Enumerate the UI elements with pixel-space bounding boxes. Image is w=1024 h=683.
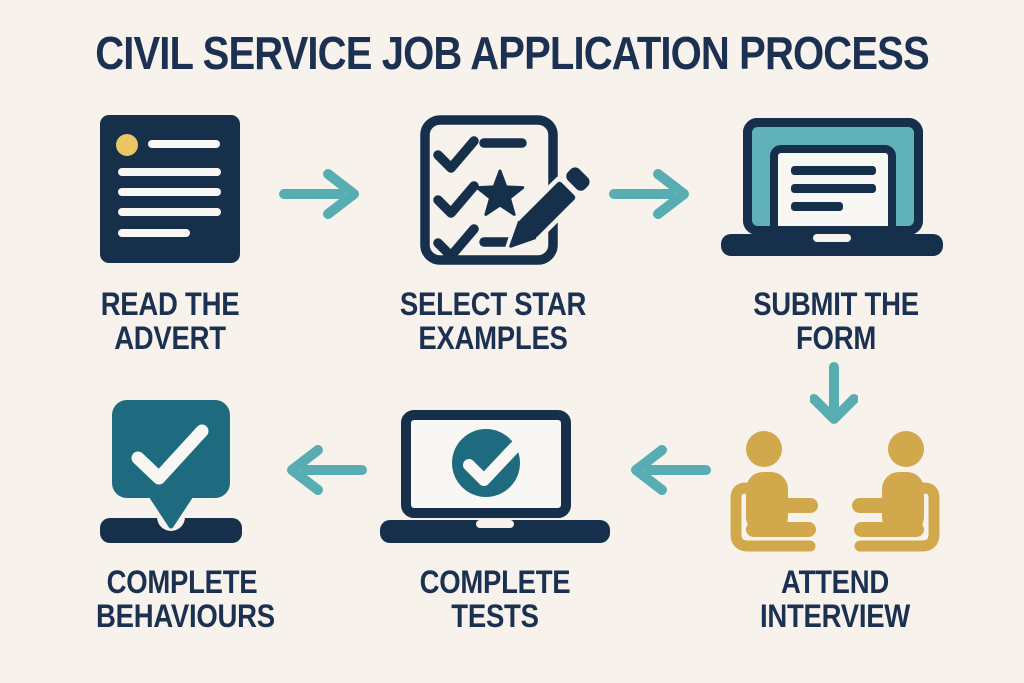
step-label-line: COMPLETE — [106, 564, 258, 600]
laptop-form-icon — [721, 118, 943, 256]
laptop-check-icon — [380, 410, 610, 543]
step-select-star-examples: SELECT STAR EXAMPLES — [383, 115, 603, 355]
step-label: SUBMIT THE FORM — [741, 287, 930, 355]
step-label-line: COMPLETE — [419, 564, 571, 600]
step-label-line: SELECT STAR — [399, 286, 587, 322]
step-label-line: ATTEND — [780, 564, 890, 600]
document-advert-icon — [100, 115, 240, 263]
step-label: COMPLETE BEHAVIOURS — [96, 564, 275, 634]
step-label-line: READ THE — [100, 286, 240, 322]
step-label-line: TESTS — [451, 598, 539, 634]
step-attend-interview: ATTEND INTERVIEW — [730, 430, 940, 633]
step-submit-form: SUBMIT THE FORM — [721, 118, 946, 355]
checklist-pencil-icon — [420, 115, 595, 265]
step-label-line: ADVERT — [114, 320, 226, 356]
step-label-line: INTERVIEW — [759, 598, 911, 634]
flow-arrow-down-icon — [810, 362, 858, 424]
step-label: COMPLETE TESTS — [400, 565, 591, 633]
step-complete-tests: COMPLETE TESTS — [380, 410, 610, 633]
page-title: CIVIL SERVICE JOB APPLICATION PROCESS — [95, 27, 929, 79]
step-read-advert: READ THE ADVERT — [60, 115, 280, 355]
flow-arrow-right-icon — [279, 169, 359, 219]
step-label-line: SUBMIT THE — [753, 286, 919, 322]
step-label-line: EXAMPLES — [418, 320, 568, 356]
flow-arrow-left-icon — [631, 445, 711, 495]
step-complete-behaviours: COMPLETE BEHAVIOURS — [82, 398, 282, 633]
step-label: READ THE ADVERT — [75, 287, 264, 355]
interview-people-icon — [730, 430, 940, 552]
step-label: SELECT STAR EXAMPLES — [398, 287, 587, 355]
flow-arrow-left-icon — [287, 445, 367, 495]
step-label: ATTEND INTERVIEW — [745, 565, 926, 633]
step-label-line: BEHAVIOURS — [96, 598, 275, 634]
step-label-line: FORM — [795, 320, 876, 356]
flow-arrow-right-icon — [609, 169, 689, 219]
speech-bubble-check-icon — [100, 400, 242, 543]
